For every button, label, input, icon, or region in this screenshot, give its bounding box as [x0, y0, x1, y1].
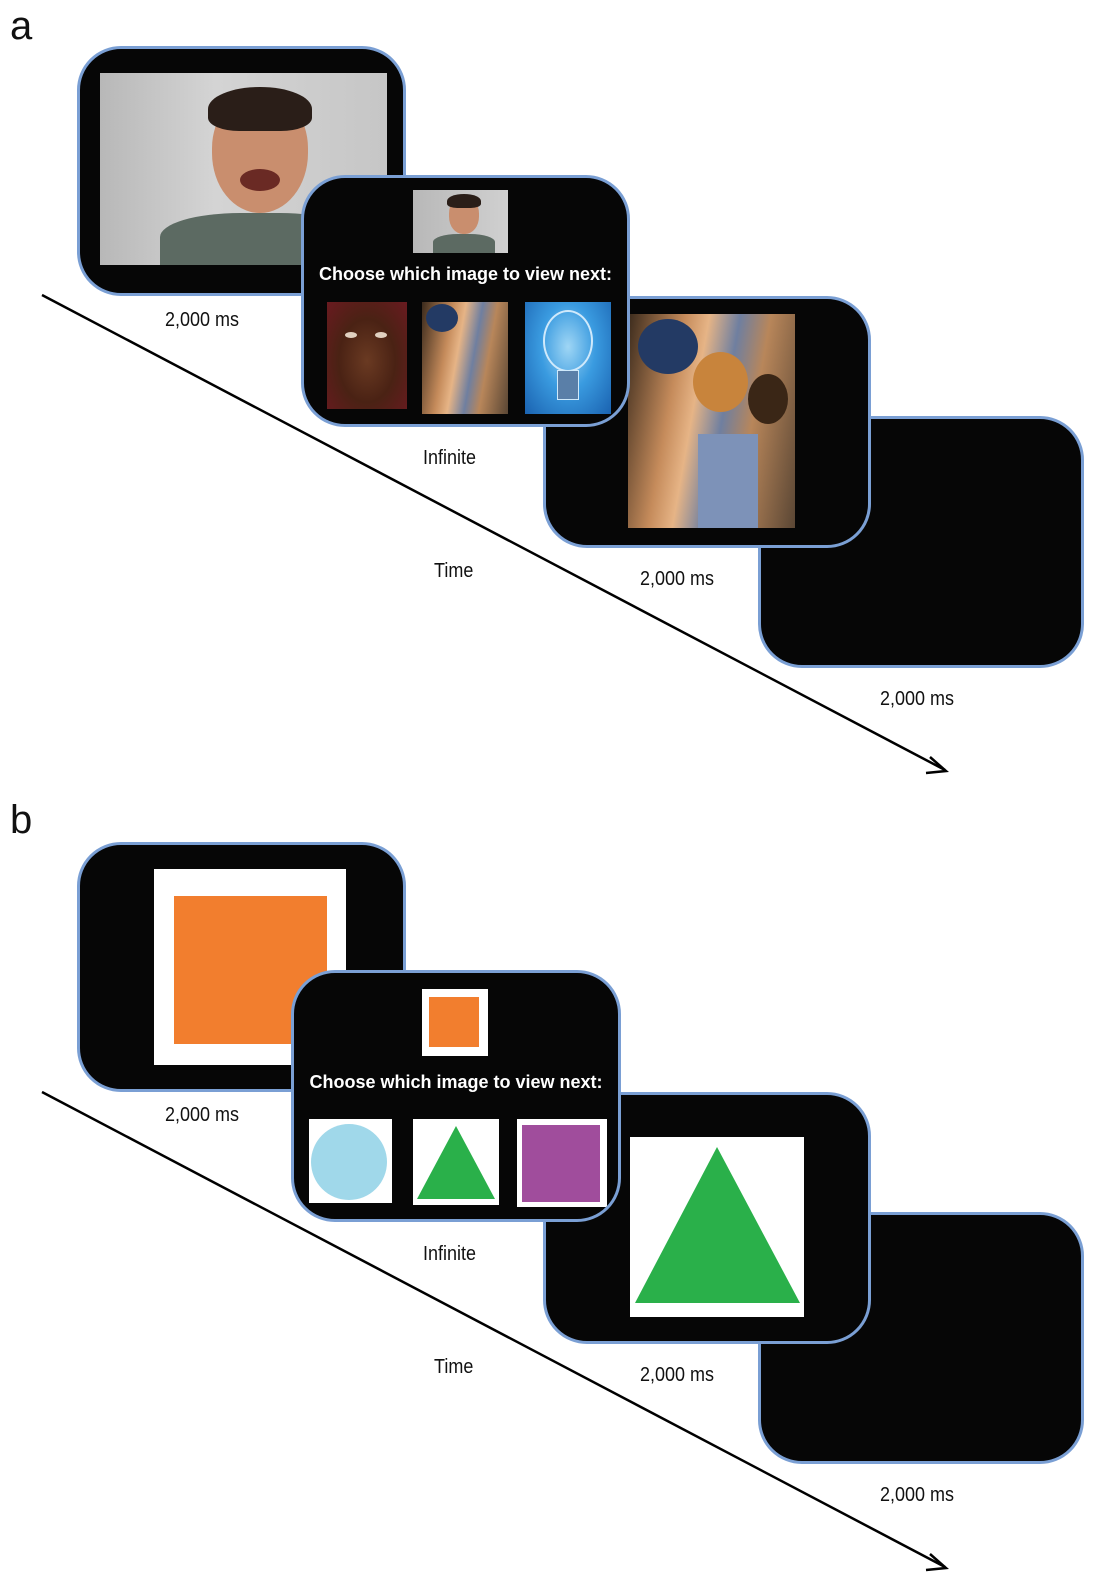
light-blue-circle-icon: [311, 1124, 387, 1200]
orange-square-icon: [429, 997, 479, 1047]
shown-image-screen: [543, 1092, 871, 1344]
current-shape-thumbnail: [422, 989, 488, 1056]
crying-boy-thumbnail: [413, 190, 508, 253]
choice-duration-label: Infinite: [423, 1243, 477, 1265]
green-triangle-icon: [417, 1126, 495, 1199]
panel-label-a: a: [10, 4, 33, 48]
initial-duration-label: 2,000 ms: [165, 1104, 240, 1126]
time-label-b: Time: [434, 1356, 474, 1378]
panel-label-b: b: [10, 798, 33, 842]
children-running-photo: [628, 314, 795, 528]
choice-prompt: Choose which image to view next:: [309, 1072, 603, 1092]
option-lightbulb-photo[interactable]: [525, 302, 611, 414]
option-triangle[interactable]: [413, 1119, 499, 1205]
shown-shape-frame: [630, 1137, 804, 1317]
blank-duration-label: 2,000 ms: [880, 1484, 955, 1506]
option-square[interactable]: [517, 1119, 607, 1207]
option-children-running-photo[interactable]: [422, 302, 508, 414]
option-circle[interactable]: [309, 1119, 392, 1203]
time-label-a: Time: [434, 560, 474, 582]
choice-prompt: Choose which image to view next:: [318, 264, 613, 284]
initial-duration-label: 2,000 ms: [165, 309, 240, 331]
purple-square-icon: [522, 1125, 600, 1202]
blank-duration-label: 2,000 ms: [880, 688, 955, 710]
shown-duration-label: 2,000 ms: [640, 1364, 715, 1386]
choice-screen: Choose which image to view next:: [291, 970, 621, 1222]
choice-screen: Choose which image to view next:: [301, 175, 630, 427]
green-triangle-icon: [635, 1147, 800, 1303]
choice-duration-label: Infinite: [423, 447, 477, 469]
option-crying-child-photo[interactable]: [327, 302, 407, 409]
shown-duration-label: 2,000 ms: [640, 568, 715, 590]
